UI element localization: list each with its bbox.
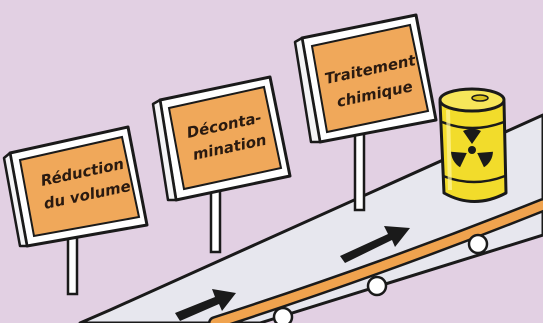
sign-reduction-volume: Réduction du volume (4, 127, 147, 294)
track-roller (368, 277, 386, 295)
track-roller (274, 308, 292, 323)
track-roller (469, 235, 487, 253)
sign-decontamination: Déconta- mination (153, 77, 290, 252)
radioactive-barrel (440, 89, 506, 202)
